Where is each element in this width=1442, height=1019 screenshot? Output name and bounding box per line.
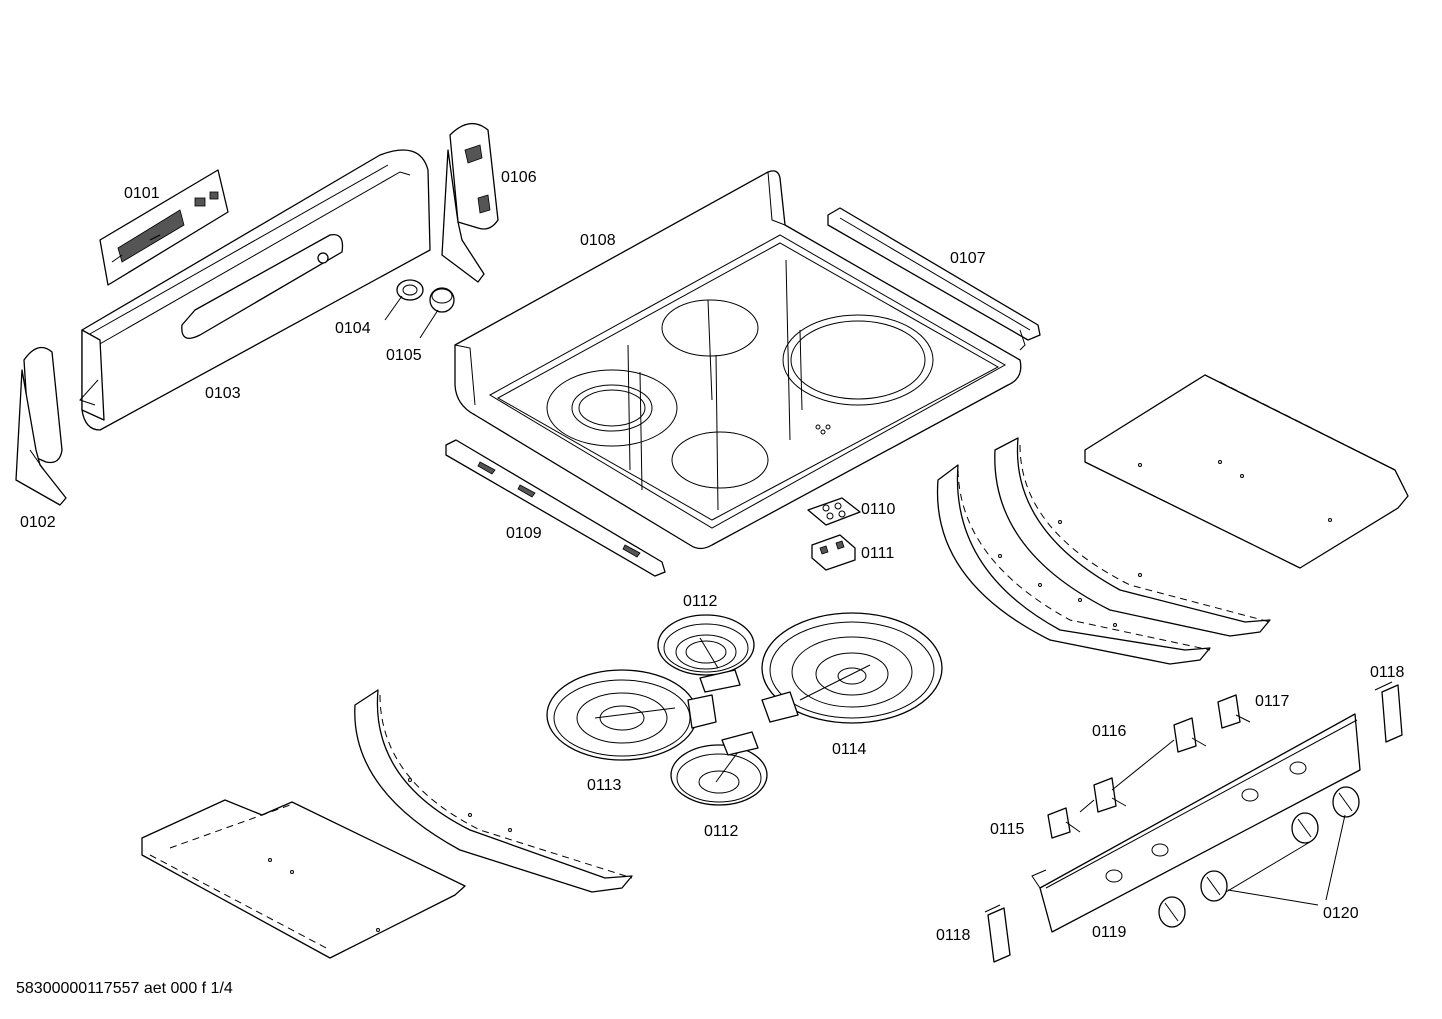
part-0106-side-cap [441,123,499,283]
part-0117-switch [1217,694,1251,729]
label-0105: 0105 [386,347,422,364]
label-0110: 0110 [861,501,896,518]
label-0106: 0106 [501,169,537,186]
part-bottom-panel-right [1084,374,1409,569]
label-0112-bottom: 0112 [704,823,739,840]
part-0104-bezel [396,279,424,301]
part-0105-knob [429,287,455,313]
part-0116-switch-b [1173,717,1207,753]
part-0113-heating-element-large [546,669,717,761]
part-0102-side-cap [15,346,67,506]
part-side-panel-right-b [994,437,1271,637]
label-0109: 0109 [506,525,542,542]
label-0101: 0101 [124,185,160,202]
label-0117: 0117 [1255,693,1290,710]
label-0113: 0113 [587,777,622,794]
part-side-panel-right-a [936,464,1211,665]
part-0108-ceramic-cooktop [454,170,1022,550]
part-0110-gasket [807,497,861,526]
part-0109-front-rail [445,439,666,577]
label-0102: 0102 [20,514,56,531]
part-0112-heating-element-bottom [670,731,768,806]
label-0114: 0114 [832,741,867,758]
label-0104: 0104 [335,320,371,337]
part-0101-display-board [99,169,229,286]
label-0103: 0103 [205,385,241,402]
part-0119-lower-control-panel [1031,713,1361,933]
part-side-panel-left [354,689,633,893]
label-0120: 0120 [1323,905,1359,922]
part-0111-terminal-block [811,534,856,571]
label-0108: 0108 [580,232,616,249]
part-0112-heating-element-top [657,614,755,693]
part-0103-control-panel [79,149,431,431]
label-0118-top: 0118 [1370,664,1405,681]
part-0118-end-cap-top [1374,681,1403,743]
label-0111: 0111 [861,545,894,562]
label-0115: 0115 [990,821,1025,838]
leader-lines [384,295,1346,906]
part-0120-knobs [1158,786,1360,928]
part-0115-switch [1047,807,1081,839]
label-0107: 0107 [950,250,986,267]
label-0119: 0119 [1092,924,1127,941]
document-id-footer: 58300000117557 aet 000 f 1/4 [16,980,233,997]
part-0107-rear-rail [827,207,1041,351]
label-0112-top: 0112 [683,593,718,610]
part-0118-end-cap-bottom [984,904,1011,963]
label-0116: 0116 [1092,723,1127,740]
part-0114-heating-element-dual [761,612,943,724]
part-bottom-panel-left [141,799,466,959]
part-0116-switch-a [1093,777,1127,813]
label-0118-bottom: 0118 [936,927,971,944]
